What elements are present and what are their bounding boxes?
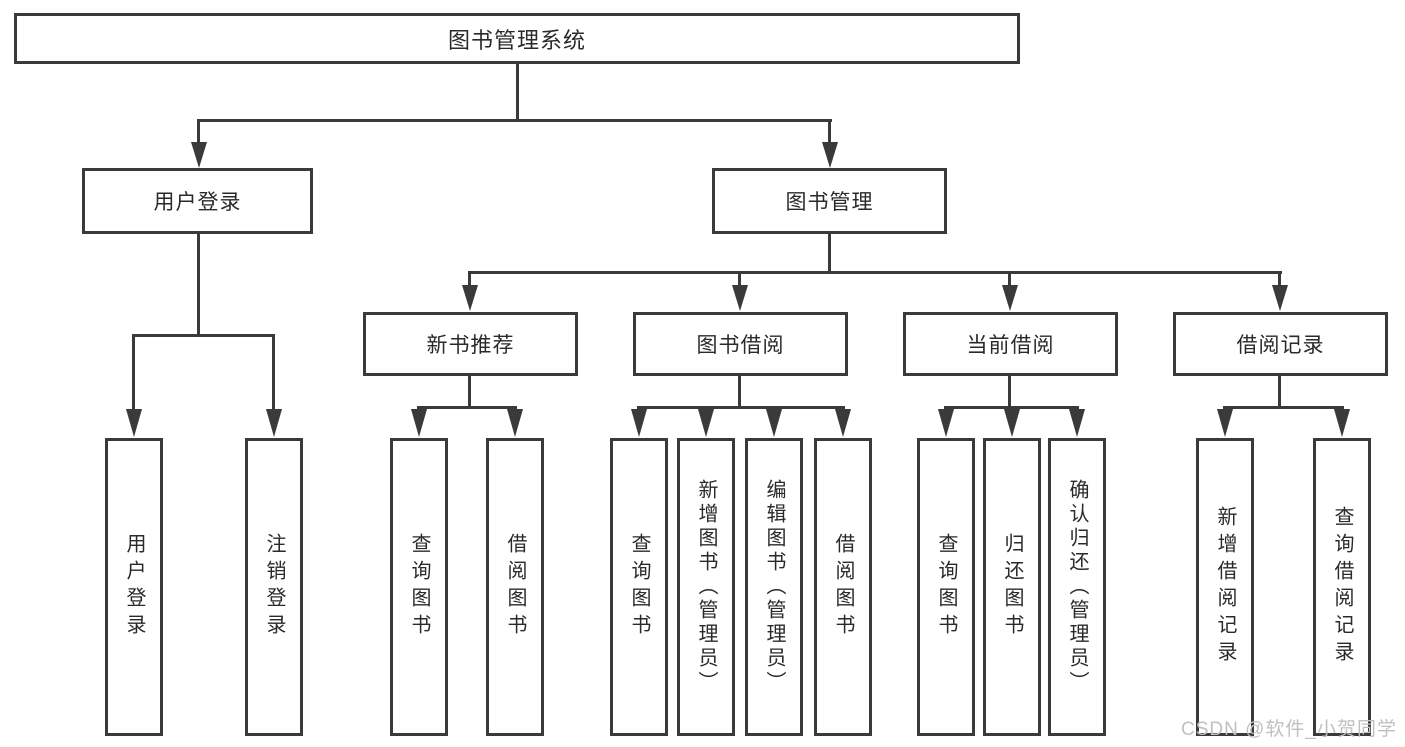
arrow-to-current-borrow bbox=[1002, 285, 1018, 311]
node-label: 注销登录 bbox=[263, 533, 285, 641]
connector-drop-new-book bbox=[468, 271, 471, 288]
node-label: 查询图书 bbox=[935, 533, 957, 641]
leaf-logout: 注销登录 bbox=[245, 438, 303, 736]
node-user-login: 用户登录 bbox=[82, 168, 313, 234]
arrow-to-cb-confirm bbox=[1069, 409, 1085, 437]
leaf-borrow-query-books: 查询图书 bbox=[610, 438, 668, 736]
node-label: 确认归还（管理员） bbox=[1066, 479, 1088, 695]
connector-drop-leaf-login bbox=[132, 334, 135, 411]
connector-drop-current-borrow bbox=[1008, 271, 1011, 288]
node-label: 新增借阅记录 bbox=[1214, 506, 1236, 668]
csdn-watermark: CSDN @软件_小贺同学 bbox=[1181, 719, 1397, 740]
arrow-to-leaf-login bbox=[126, 409, 142, 437]
connector-current-borrow-stem bbox=[1008, 374, 1011, 409]
leaf-add-borrow-record: 新增借阅记录 bbox=[1196, 438, 1254, 736]
leaf-query-borrow-record: 查询借阅记录 bbox=[1313, 438, 1371, 736]
leaf-newbook-borrow-books: 借阅图书 bbox=[486, 438, 544, 736]
connector-borrow-record-stem bbox=[1278, 374, 1281, 409]
connector-drop-leaf-logout bbox=[272, 334, 275, 411]
node-new-book-recommend: 新书推荐 bbox=[363, 312, 578, 376]
node-book-management: 图书管理 bbox=[712, 168, 947, 234]
connector-book-mgmt-bar bbox=[468, 271, 1282, 274]
connector-new-book-bar bbox=[417, 406, 517, 409]
arrow-to-bb-borrow bbox=[835, 409, 851, 437]
node-label: 归还图书 bbox=[1001, 533, 1023, 641]
arrow-to-nb-query bbox=[411, 409, 427, 437]
arrow-to-book-mgmt bbox=[822, 142, 838, 168]
arrow-to-cb-query bbox=[938, 409, 954, 437]
connector-root-bar bbox=[197, 119, 832, 122]
node-current-borrow: 当前借阅 bbox=[903, 312, 1118, 376]
arrow-to-bb-edit bbox=[766, 409, 782, 437]
arrow-to-bb-add bbox=[698, 409, 714, 437]
connector-borrow-record-bar bbox=[1223, 406, 1344, 409]
node-label: 借阅图书 bbox=[504, 533, 526, 641]
arrow-to-new-book bbox=[462, 285, 478, 311]
connector-current-borrow-bar bbox=[944, 406, 1079, 409]
connector-new-book-stem bbox=[468, 374, 471, 409]
connector-user-login-bar bbox=[132, 334, 275, 337]
node-label: 当前借阅 bbox=[966, 334, 1055, 357]
arrow-to-borrow-record bbox=[1272, 285, 1288, 311]
node-label: 查询图书 bbox=[628, 533, 650, 641]
connector-drop-book-borrow bbox=[738, 271, 741, 288]
arrow-to-leaf-logout bbox=[266, 409, 282, 437]
node-label: 用户登录 bbox=[123, 533, 145, 641]
node-label: 编辑图书（管理员） bbox=[763, 479, 785, 695]
node-label: 查询图书 bbox=[408, 533, 430, 641]
arrow-to-br-query bbox=[1334, 409, 1350, 437]
node-label: 图书借阅 bbox=[696, 334, 785, 357]
arrow-to-book-borrow bbox=[732, 285, 748, 311]
node-book-borrow: 图书借阅 bbox=[633, 312, 848, 376]
connector-user-login-stem bbox=[197, 232, 200, 337]
arrow-to-user-login bbox=[191, 142, 207, 168]
leaf-user-login: 用户登录 bbox=[105, 438, 163, 736]
arrow-to-br-add bbox=[1217, 409, 1233, 437]
node-label: 借阅记录 bbox=[1236, 334, 1325, 357]
leaf-return-books: 归还图书 bbox=[983, 438, 1041, 736]
arrow-to-nb-borrow bbox=[507, 409, 523, 437]
node-library-system: 图书管理系统 bbox=[14, 13, 1020, 64]
node-borrow-record: 借阅记录 bbox=[1173, 312, 1388, 376]
leaf-newbook-query-books: 查询图书 bbox=[390, 438, 448, 736]
node-label: 新增图书（管理员） bbox=[695, 479, 717, 695]
node-label: 用户登录 bbox=[153, 191, 242, 214]
leaf-confirm-return-admin: 确认归还（管理员） bbox=[1048, 438, 1106, 736]
node-label: 图书管理 bbox=[785, 191, 874, 214]
arrow-to-bb-query bbox=[631, 409, 647, 437]
connector-drop-borrow-record bbox=[1278, 271, 1281, 288]
connector-book-borrow-bar bbox=[637, 406, 845, 409]
leaf-add-books-admin: 新增图书（管理员） bbox=[677, 438, 735, 736]
connector-drop-user-login bbox=[197, 119, 200, 149]
connector-root-stem bbox=[516, 62, 519, 122]
leaf-borrow-books: 借阅图书 bbox=[814, 438, 872, 736]
node-label: 查询借阅记录 bbox=[1331, 506, 1353, 668]
connector-drop-book-mgmt bbox=[828, 119, 831, 149]
connector-book-borrow-stem bbox=[738, 374, 741, 409]
node-label: 借阅图书 bbox=[832, 533, 854, 641]
node-label: 新书推荐 bbox=[426, 334, 515, 357]
leaf-edit-books-admin: 编辑图书（管理员） bbox=[745, 438, 803, 736]
arrow-to-cb-return bbox=[1004, 409, 1020, 437]
node-label: 图书管理系统 bbox=[447, 27, 586, 53]
connector-book-mgmt-stem bbox=[828, 232, 831, 274]
leaf-current-query-books: 查询图书 bbox=[917, 438, 975, 736]
